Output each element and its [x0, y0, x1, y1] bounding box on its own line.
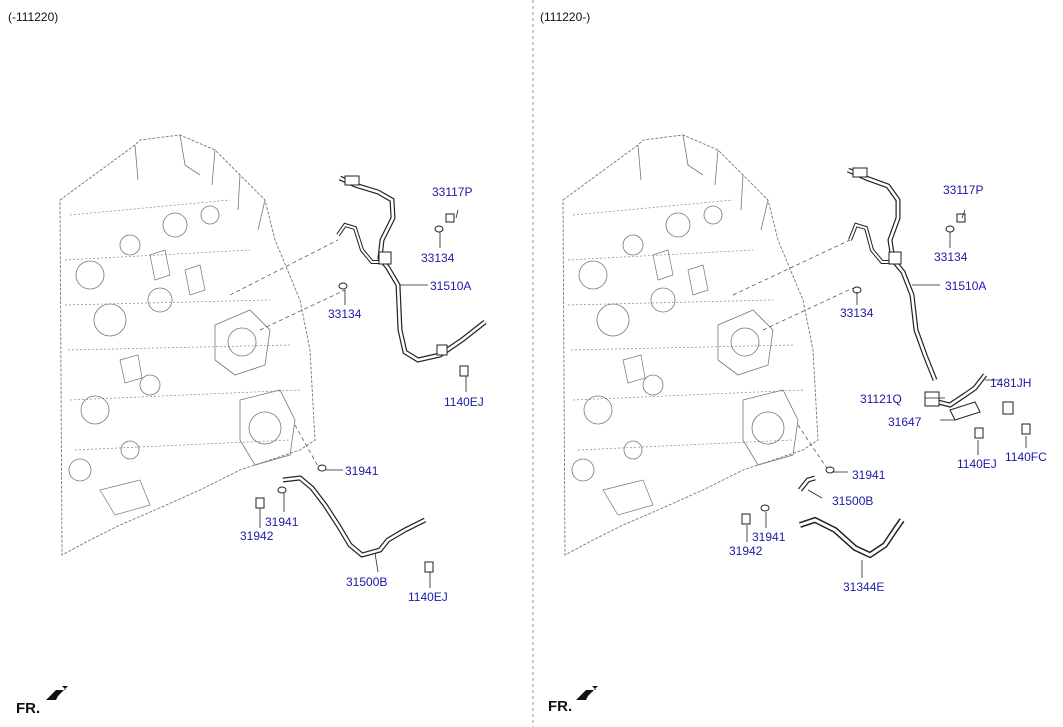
part-1140FC[interactable]: 1140FC — [1005, 450, 1047, 464]
part-31647[interactable]: 31647 — [888, 415, 922, 429]
part-33134-lower-new[interactable]: 33134 — [840, 306, 874, 320]
part-31500B-new[interactable]: 31500B — [832, 494, 874, 508]
part-31941-upper-new[interactable]: 31941 — [852, 468, 886, 482]
part-31344E[interactable]: 31344E — [843, 580, 885, 594]
part-31942-new[interactable]: 31942 — [729, 544, 763, 558]
part-31510A[interactable]: 31510A — [430, 279, 472, 293]
part-33134-upper-new[interactable]: 33134 — [934, 250, 968, 264]
part-31121Q[interactable]: 31121Q — [860, 392, 902, 406]
part-31941-lower[interactable]: 31941 — [265, 515, 299, 529]
front-direction-label-new: FR. — [548, 698, 573, 715]
left-panel-label: (-111220) — [8, 10, 59, 24]
front-direction-label: FR. — [16, 700, 41, 717]
part-33117P[interactable]: 33117P — [432, 185, 473, 199]
part-1140EJ-upper[interactable]: 1140EJ — [444, 395, 484, 409]
part-31941-lower-new[interactable]: 31941 — [752, 530, 786, 544]
part-33134-lower[interactable]: 33134 — [328, 307, 362, 321]
part-1140EJ-lower[interactable]: 1140EJ — [408, 590, 448, 604]
right-panel-label: (111220-) — [540, 10, 591, 24]
part-33117P-new[interactable]: 33117P — [943, 183, 984, 197]
part-31941-upper[interactable]: 31941 — [345, 464, 379, 478]
part-1481JH[interactable]: 1481JH — [990, 376, 1032, 390]
part-33134-upper[interactable]: 33134 — [421, 251, 455, 265]
part-31510A-new[interactable]: 31510A — [945, 279, 987, 293]
part-31942[interactable]: 31942 — [240, 529, 274, 543]
part-31500B[interactable]: 31500B — [346, 575, 388, 589]
part-1140EJ-new[interactable]: 1140EJ — [957, 457, 997, 471]
